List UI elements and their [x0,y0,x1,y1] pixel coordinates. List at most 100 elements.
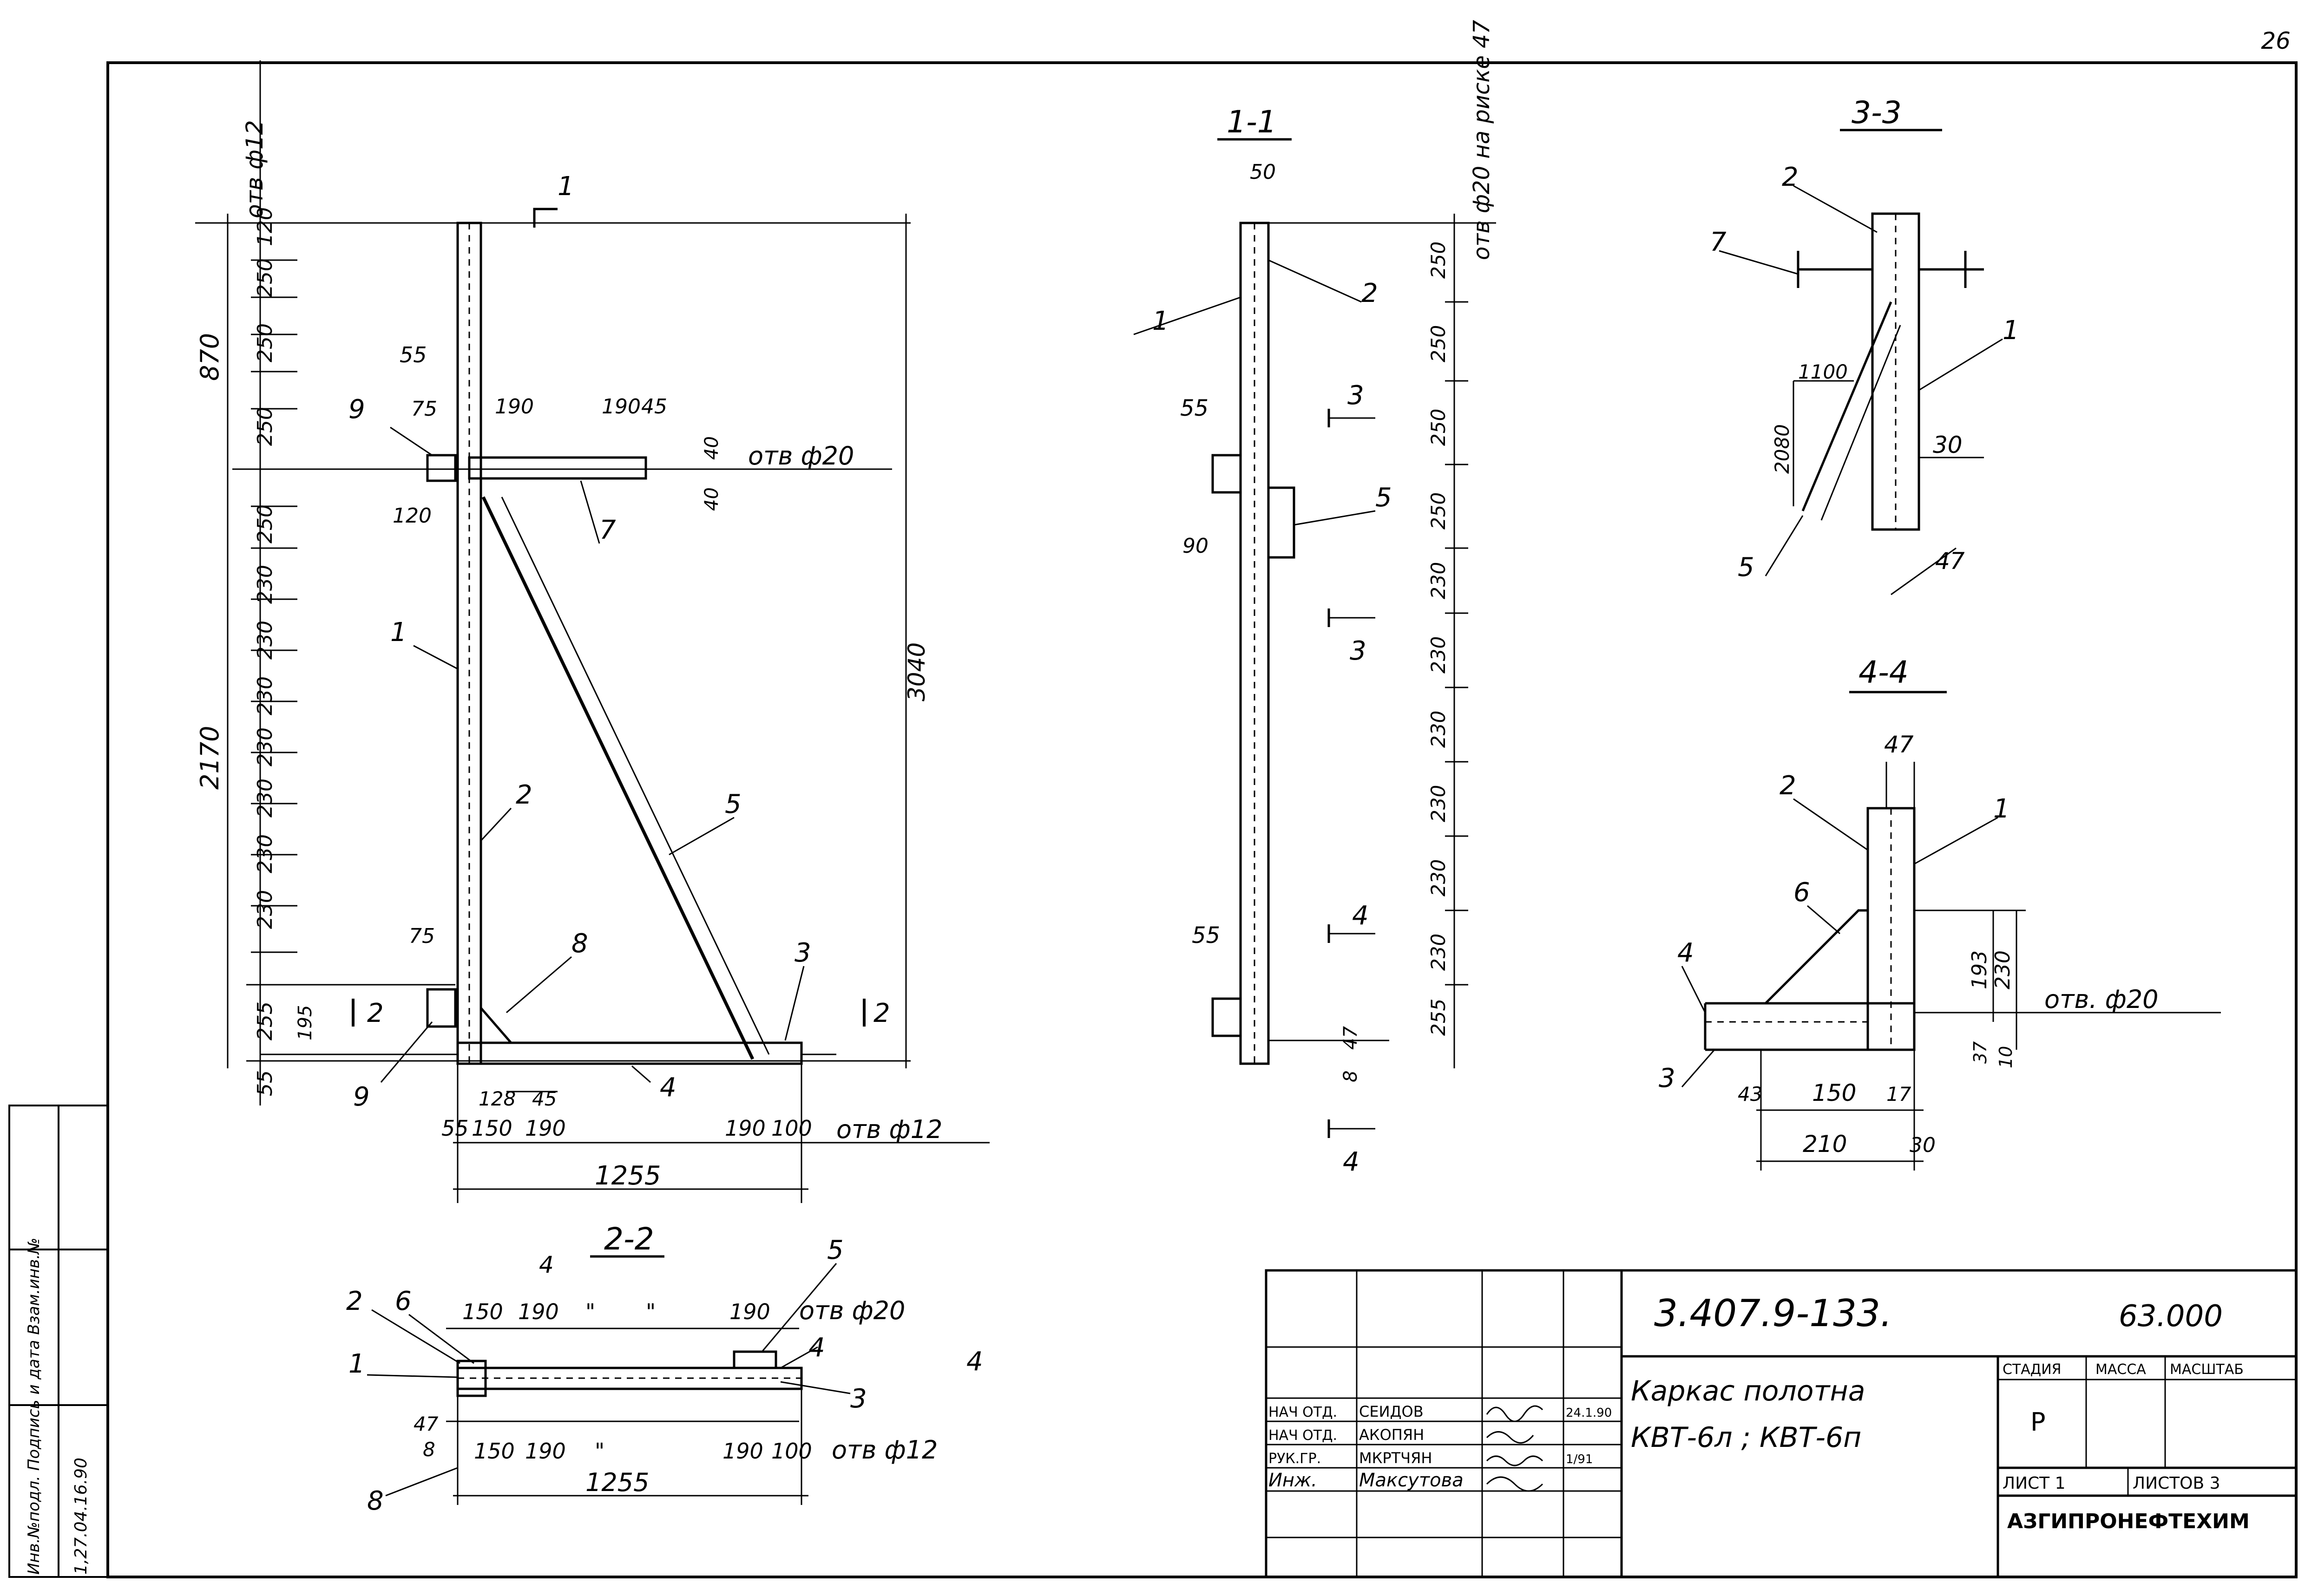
main-dim-120-left: 120 [393,504,432,528]
mass-header: МАССА [2095,1361,2146,1378]
stage-header: СТАДИЯ [2003,1361,2062,1378]
main-dim-250-3: 250 [253,407,277,446]
section-2-2: 2-2 150 190 " " 190 отв ф20 150 190 " 19… [346,1221,983,1516]
main-dim-3040: 3040 [903,642,930,701]
section-1-1-dim-90: 90 [1182,534,1208,558]
section-1-1-dim-230-5: 230 [1427,859,1450,896]
section-1-1-dim-230-4: 230 [1427,785,1450,822]
signature-name-2: АКОПЯН [1359,1426,1424,1444]
section-2-2-bottom-hole-note: отв ф12 [832,1435,938,1465]
main-dim-2170: 2170 [195,726,224,790]
section-2-2-label-3: 3 [850,1384,867,1414]
section-3-3: 3-3 1100 2080 30 47 1 2 5 7 [1710,95,2019,595]
main-dim-190-a: 190 [495,395,534,419]
main-mid-hole-note: отв ф20 [748,441,854,471]
signature-name-1: СЕИДОВ [1359,1403,1424,1420]
signature-name-3: МКРТЧЯН [1359,1449,1432,1467]
section-1-1-dim-250-2: 250 [1427,325,1450,362]
section-2-2-top-hole-note: отв ф20 [799,1296,905,1325]
main-dim-40-a: 40 [701,436,722,460]
section-4-4-dim-17: 17 [1886,1083,1911,1105]
main-label-1: 1 [390,617,407,648]
section-4-4-dim-10: 10 [1996,1046,2016,1068]
section-2-2-bot-dim-190-b: 190 [722,1439,763,1464]
signature-marks [1486,1405,1543,1492]
section-3-3-label-1: 1 [2003,315,2019,346]
main-dim-230-7: 230 [253,890,277,929]
main-dim-45-bot: 45 [532,1087,557,1110]
stage-value: Р [2030,1407,2046,1437]
title-block: 3.407.9-133. 63.000 Каркас полотна КВТ-6… [1265,1269,2298,1578]
main-dim-250-2: 250 [253,323,277,362]
signature-date-3: 1/91 [1566,1452,1593,1466]
main-dim-75-bot: 75 [409,924,435,948]
main-dim-75-top: 75 [411,397,437,421]
main-section-mark-1: 1 [558,171,574,202]
main-dim-128: 128 [479,1087,516,1110]
section-4-4-dim-210: 210 [1803,1131,1847,1158]
section-3-3-title: 3-3 [1852,95,1902,131]
section-3-3-geometry [1719,129,2003,595]
section-2-2-title: 2-2 [604,1221,654,1257]
section-2-2-label-1: 1 [348,1349,365,1379]
section-2-2-bot-dim-190: 190 [525,1439,566,1464]
title-code: 63.000 [2119,1299,2223,1334]
section-4-4-label-1: 1 [1993,794,2010,824]
side-stamp [8,1105,109,1578]
main-bottom-dim-190-a: 190 [525,1116,566,1141]
main-dim-230-1: 230 [253,565,277,604]
signature-role-2: НАЧ ОТД. [1268,1427,1337,1444]
signature-role-3: РУК.ГР. [1268,1451,1321,1467]
main-dim-250-1: 250 [253,258,277,297]
section-1-1-dim-8: 8 [1340,1071,1361,1082]
main-dim-230-4: 230 [253,727,277,766]
section-1-1-dim-230-6: 230 [1427,934,1450,971]
section-2-2-label-2: 2 [346,1286,363,1316]
section-3-3-label-7: 7 [1710,227,1727,257]
main-view-geometry [195,60,990,1203]
section-1-1-dim-250-4: 250 [1427,492,1450,530]
section-3-3-dim-47: 47 [1935,548,1965,575]
main-bottom-hole-note: отв ф12 [836,1115,942,1144]
section-4-4-dim-230: 230 [1991,950,2015,989]
section-1-1-mark-4-bot: 4 [1343,1147,1359,1177]
title-line-2: КВТ-6л ; КВТ-6п [1631,1421,1861,1454]
main-dim-230-2: 230 [253,621,277,660]
section-1-1-mark-3-bot: 3 [1350,636,1366,666]
side-stamp-labels: Инв.№подл. Подпись и дата Взам.инв.№ [25,1238,43,1575]
section-2-2-top-dim-190: 190 [518,1299,559,1324]
section-2-2-label-6: 6 [395,1286,412,1316]
main-dim-40-b: 40 [701,487,722,511]
section-4-4-dim-43: 43 [1738,1083,1762,1105]
main-section-mark-4: 4 [539,1251,554,1278]
main-label-7: 7 [599,515,616,545]
section-1-1-dim-230-2: 230 [1427,636,1450,674]
main-label-2: 2 [516,780,532,810]
section-1-1-label-1: 1 [1152,306,1169,336]
section-2-2-label-4: 4 [808,1333,825,1363]
section-4-4-label-4: 4 [1677,938,1694,968]
title-line-1: Каркас полотна [1631,1375,1865,1407]
main-label-5: 5 [725,789,742,819]
sheet-label: ЛИСТ 1 [2003,1474,2065,1493]
section-1-1-dim-250-1: 250 [1427,242,1450,279]
section-2-2-top-dim-150: 150 [462,1299,503,1324]
signature-name-4: Максутова [1359,1470,1464,1491]
section-1-1: 1-1 отв ф20 на риске 47 50 55 90 55 47 8… [1133,20,1496,1177]
section-4-4-label-6: 6 [1793,877,1810,908]
main-dim-230-3: 230 [253,676,277,715]
section-4-4-title: 4-4 [1858,654,1909,690]
section-1-1-title: 1-1 [1227,104,1277,140]
main-view: 120 250 250 250 250 230 230 230 230 230 … [195,60,990,1278]
main-bottom-dim-150: 150 [472,1116,512,1141]
main-dim-195: 195 [295,1005,316,1040]
section-4-4-dim-30: 30 [1910,1133,1936,1157]
sheets-label: ЛИСТОВ 3 [2133,1474,2220,1493]
section-4-4-label-3: 3 [1659,1063,1675,1093]
section-2-2-dim-47: 47 [414,1413,439,1435]
main-section-mark-2-right: 2 [873,998,890,1028]
section-2-2-label-8: 8 [367,1486,384,1516]
signature-role-1: НАЧ ОТД. [1268,1404,1337,1420]
section-2-2-top-ditto-1: " [585,1299,595,1324]
